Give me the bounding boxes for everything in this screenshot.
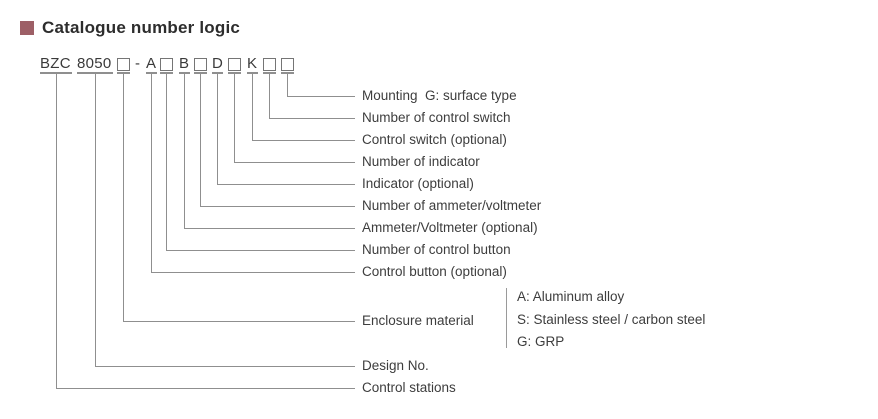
code-box-mounting [281,58,294,71]
connector-control-switch-v [252,74,253,140]
code-box-num-control-switch [263,58,276,71]
code-design-no: 8050 [77,55,112,72]
tick-num-control-switch [263,72,276,74]
connector-num-control-switch-h [269,118,355,119]
connector-control-stations-v [56,74,57,388]
label-control-switch: Control switch (optional) [362,132,507,147]
label-control-stations: Control stations [362,380,456,395]
code-ammeter-voltmeter-letter: B [179,55,190,72]
code-control-switch-letter: K [247,55,258,72]
section-bullet-square-icon [20,21,34,35]
tick-enclosure-material [117,72,130,74]
connector-ammeter-v [184,74,185,228]
connector-enclosure-h [123,321,355,322]
label-control-button: Control button (optional) [362,264,507,279]
connector-num-control-button-h [166,250,355,251]
tick-control-switch [247,72,258,74]
enclosure-options-divider [506,288,507,348]
code-box-num-indicator [228,58,241,71]
tick-num-ammeter-voltmeter [194,72,207,74]
label-num-control-switch: Number of control switch [362,110,511,125]
code-box-num-control-button [160,58,173,71]
connector-control-button-h [151,272,355,273]
connector-ammeter-h [184,228,355,229]
connector-indicator-h [217,184,355,185]
connector-design-no-h [95,366,355,367]
code-control-stations: BZC [40,55,71,72]
connector-design-no-v [95,74,96,366]
tick-num-indicator [228,72,241,74]
enclosure-option-stainless: S: Stainless steel / carbon steel [517,312,706,327]
label-enclosure-material: Enclosure material [362,313,474,328]
connector-control-button-v [151,74,152,272]
code-control-button-letter: A [146,55,157,72]
connector-num-indicator-v [234,74,235,162]
label-design-no: Design No. [362,358,429,373]
tick-num-control-button [160,72,173,74]
connector-num-ammeter-h [200,206,355,207]
connector-num-control-button-v [166,74,167,250]
connector-mounting-v [287,74,288,96]
tick-mounting [281,72,294,74]
label-ammeter-voltmeter: Ammeter/Voltmeter (optional) [362,220,538,235]
code-box-num-ammeter-voltmeter [194,58,207,71]
label-num-control-button: Number of control button [362,242,511,257]
connector-control-stations-h [56,388,355,389]
connector-control-switch-h [252,140,355,141]
connector-num-control-switch-v [269,74,270,118]
connector-num-indicator-h [234,162,355,163]
code-indicator-letter: D [212,55,224,72]
enclosure-option-grp: G: GRP [517,334,565,349]
connector-enclosure-v [123,74,124,321]
tick-design-no [77,72,113,74]
section-title: Catalogue number logic [42,18,241,37]
tick-ammeter-voltmeter [179,72,190,74]
connector-num-ammeter-v [200,74,201,206]
label-num-indicator: Number of indicator [362,154,480,169]
enclosure-option-aluminum: A: Aluminum alloy [517,289,625,304]
tick-control-stations [40,72,72,74]
section-header: Catalogue number logic [20,18,240,38]
code-box-enclosure-material [117,58,130,71]
label-mounting: Mounting G: surface type [362,88,517,103]
tick-control-button [146,72,157,74]
tick-indicator [212,72,223,74]
label-num-ammeter-voltmeter: Number of ammeter/voltmeter [362,198,542,213]
connector-indicator-v [217,74,218,184]
connector-mounting-h [287,96,355,97]
label-indicator: Indicator (optional) [362,176,474,191]
code-separator: - [135,55,141,72]
